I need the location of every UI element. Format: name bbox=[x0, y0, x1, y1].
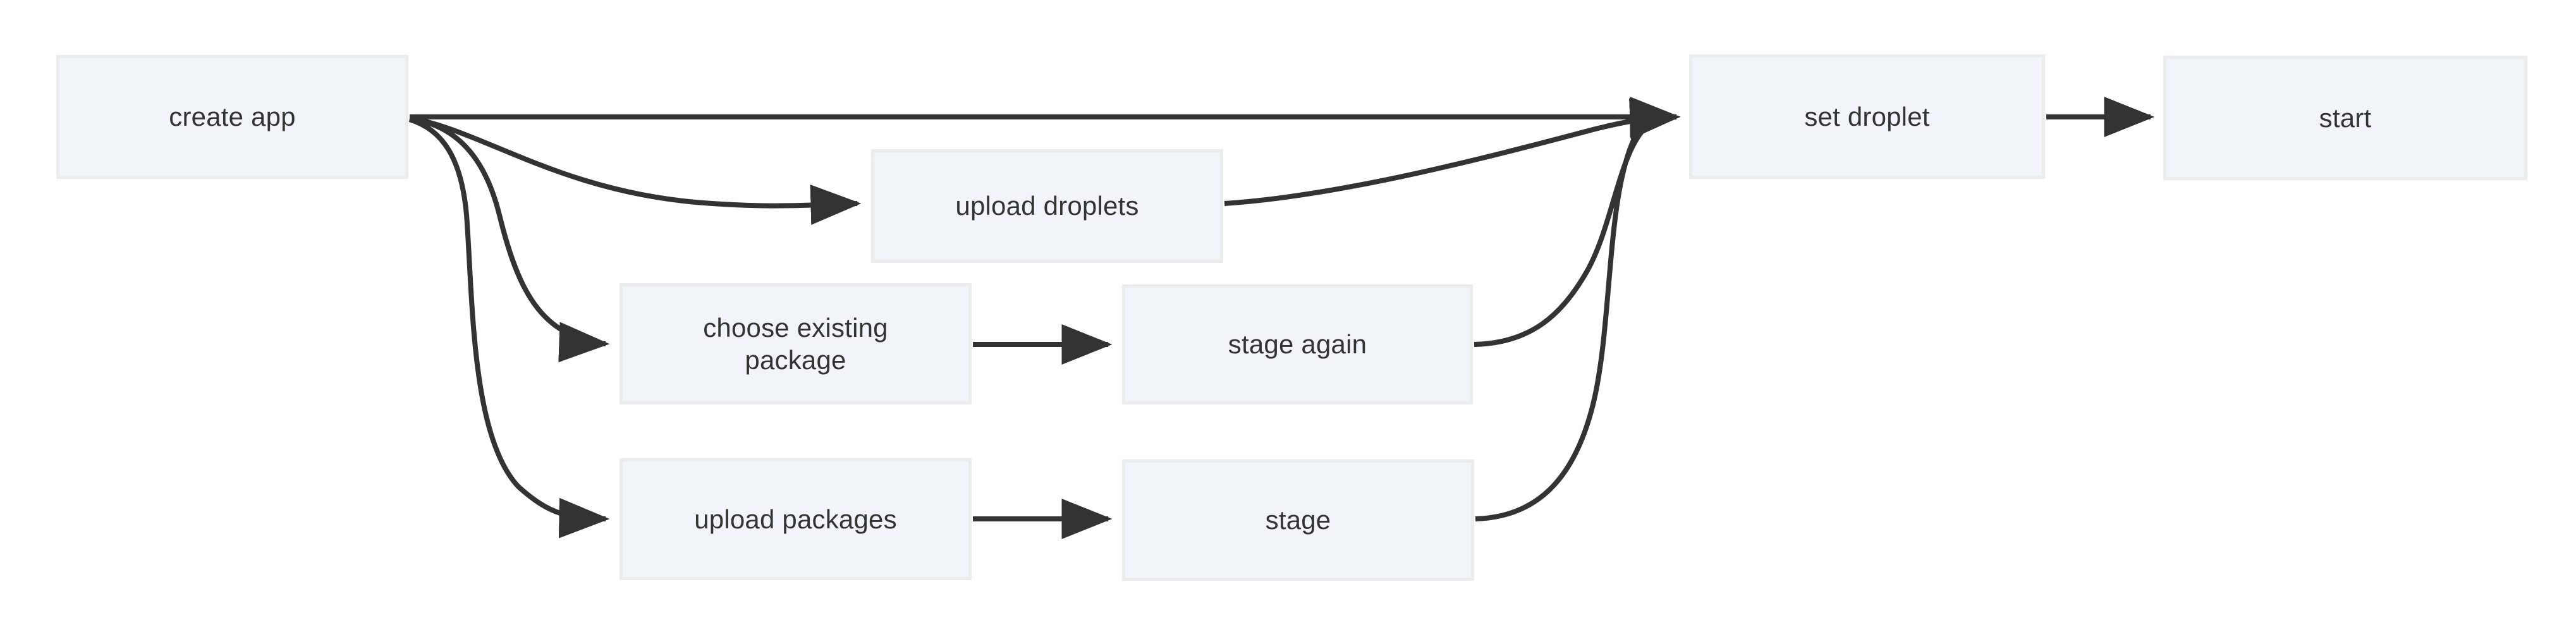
node-create-app[interactable]: create app bbox=[56, 55, 408, 179]
node-label: start bbox=[2319, 102, 2372, 133]
edge-stage-to-set-droplet bbox=[1475, 99, 1681, 521]
node-stage[interactable]: stage bbox=[1122, 459, 1474, 581]
node-label: upload packages bbox=[694, 504, 897, 534]
node-label: set droplet bbox=[1804, 101, 1930, 131]
node-label: stage bbox=[1265, 505, 1331, 535]
node-label: choose existing package bbox=[703, 312, 888, 375]
edge-create-app-to-upload-droplets bbox=[409, 116, 862, 225]
node-upload-droplets[interactable]: upload droplets bbox=[871, 149, 1223, 263]
edge-upload-droplets-to-set-droplet bbox=[1224, 97, 1681, 206]
node-upload-packages[interactable]: upload packages bbox=[620, 458, 972, 580]
edge-create-app-to-upload-packages bbox=[408, 117, 610, 538]
node-label: create app bbox=[169, 102, 296, 132]
edge-stage-again-to-set-droplet bbox=[1474, 99, 1681, 347]
node-start[interactable]: start bbox=[2163, 56, 2527, 180]
node-choose-existing-package[interactable]: choose existing package bbox=[620, 283, 972, 404]
node-stage-again[interactable]: stage again bbox=[1122, 284, 1473, 404]
node-label: stage again bbox=[1228, 329, 1367, 360]
node-set-droplet[interactable]: set droplet bbox=[1689, 54, 2045, 179]
edge-create-app-to-choose-existing-package bbox=[410, 116, 610, 363]
node-label: upload droplets bbox=[955, 191, 1139, 221]
